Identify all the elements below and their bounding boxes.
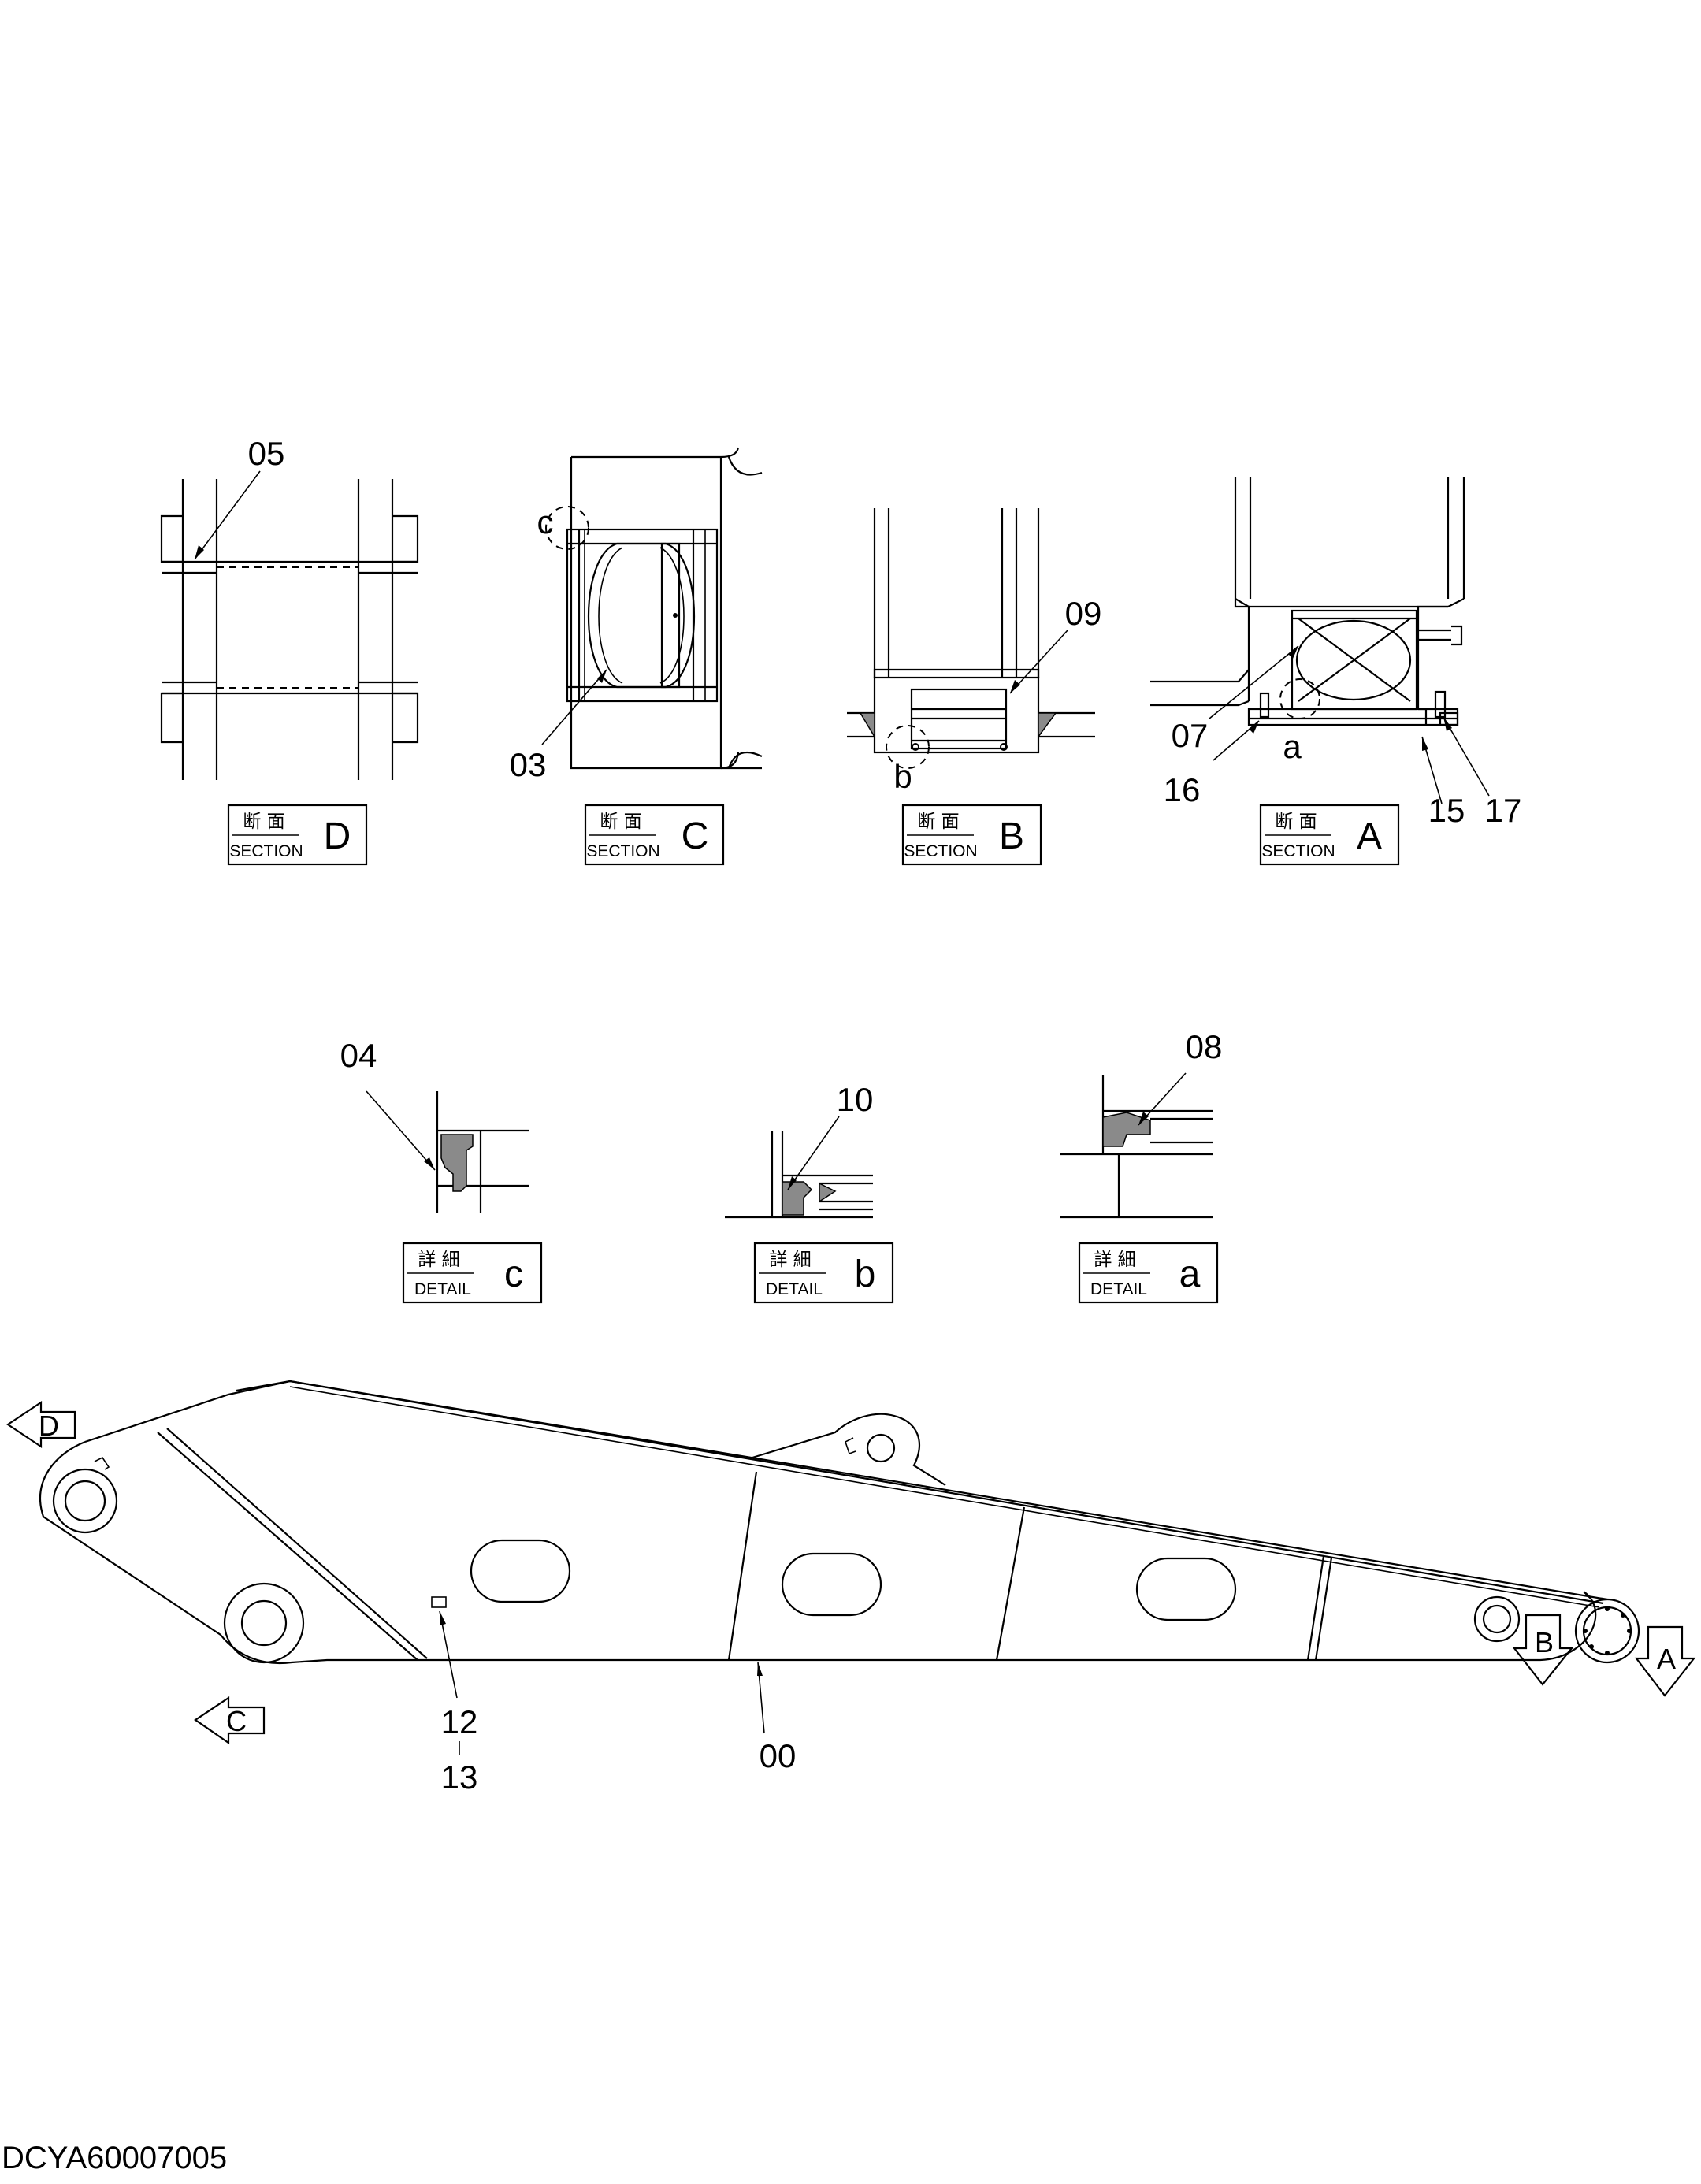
detail-title-letter: a [1179,1254,1201,1295]
detail-title-b: 詳 細 DETAIL b [753,1242,894,1304]
part-label-05: 05 [248,435,285,472]
detail-a-view [1060,1072,1213,1219]
section-title-jp: 断 面 [243,812,284,832]
section-title-jp: 断 面 [600,812,641,832]
view-arrow-d: D [6,1400,76,1449]
detail-title-en: DETAIL [1090,1280,1147,1298]
section-c-view [541,447,763,770]
section-title-a: 断 面 SECTION A [1259,804,1400,866]
detail-b-view [725,1116,873,1219]
view-arrow-c: C [194,1696,266,1745]
section-title-d: 断 面 SECTION D [227,804,368,866]
detail-title-a: 詳 細 DETAIL a [1078,1242,1219,1304]
svg-text:A: A [1657,1643,1676,1675]
section-title-en: SECTION [1261,842,1335,860]
section-d-view [160,470,419,780]
section-title-letter: B [999,815,1024,857]
part-label-07: 07 [1172,717,1209,754]
detail-title-jp: 詳 細 [769,1250,811,1270]
section-title-letter: D [324,815,351,857]
part-label-08: 08 [1186,1028,1223,1065]
svg-text:B: B [1535,1626,1554,1658]
section-title-jp: 断 面 [917,812,959,832]
section-title-en: SECTION [586,842,659,860]
boom-main-view [39,1380,1640,1734]
section-b-view [847,508,1095,769]
part-label-00: 00 [760,1737,797,1774]
section-title-letter: A [1357,815,1382,857]
svg-text:D: D [39,1410,59,1442]
part-label-03: 03 [510,746,547,783]
detail-marker-b: b [893,758,912,795]
svg-text:C: C [226,1705,247,1737]
section-title-jp: 断 面 [1275,812,1317,832]
section-title-en: SECTION [229,842,303,860]
part-label-12: 12 [441,1703,478,1740]
part-label-04: 04 [340,1037,377,1074]
detail-marker-a: a [1283,728,1302,765]
view-arrow-b: B [1512,1614,1574,1686]
detail-c-view [366,1090,529,1213]
section-title-c: 断 面 SECTION C [584,804,725,866]
section-a-view [1150,477,1490,804]
detail-title-jp: 詳 細 [418,1250,459,1270]
detail-title-jp: 詳 細 [1094,1250,1135,1270]
detail-marker-c: c [537,503,554,540]
part-label-16: 16 [1164,771,1201,808]
drawing-code: DCYA60007005 [2,2141,227,2175]
section-title-en: SECTION [904,842,977,860]
detail-title-letter: c [504,1254,523,1295]
section-title-b: 断 面 SECTION B [901,804,1042,866]
detail-title-en: DETAIL [414,1280,471,1298]
part-label-13: 13 [441,1759,478,1796]
part-label-15: 15 [1428,792,1465,829]
detail-title-c: 詳 細 DETAIL c [402,1242,543,1304]
view-arrow-a: A [1634,1625,1696,1697]
part-label-10: 10 [837,1081,874,1118]
detail-title-letter: b [855,1254,876,1295]
detail-title-en: DETAIL [766,1280,823,1298]
part-label-09: 09 [1065,595,1102,632]
part-label-17: 17 [1485,792,1522,829]
section-title-letter: C [682,815,709,857]
